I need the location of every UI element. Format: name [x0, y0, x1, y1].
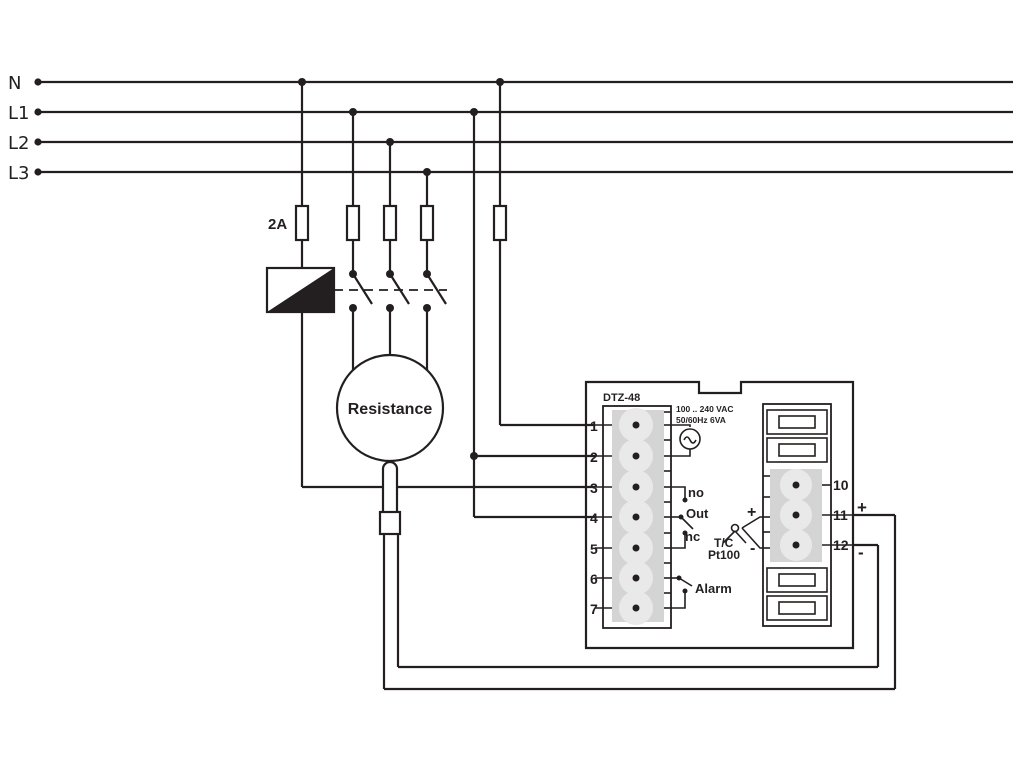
supply-fuse: [492, 204, 508, 242]
fuse-l3: [419, 204, 435, 242]
contact-l3: [426, 273, 447, 305]
terminal-2-label: 2: [590, 449, 598, 465]
coil-fuse: [294, 204, 310, 242]
supply-voltage-label: 100 .. 240 VAC: [676, 404, 734, 414]
resistance-label: Resistance: [348, 401, 433, 418]
right-terminal-screws: [780, 469, 812, 561]
left-terminal-numbers: 1 2 3 4 5 6 7: [590, 418, 598, 617]
terminal-12-label: 12: [833, 537, 849, 553]
terminal-10-label: 10: [833, 477, 849, 493]
terminal-7-label: 7: [590, 601, 598, 617]
relay-output-symbol: [671, 486, 694, 549]
controller-supply-wiring: [470, 78, 595, 519]
right-empty-slots: [766, 409, 828, 621]
alarm-label: Alarm: [695, 581, 732, 596]
terminal-3-label: 3: [590, 480, 598, 496]
bus-label-n: N: [8, 73, 21, 94]
right-terminal-stubs: [763, 475, 852, 549]
sensor-minus-label: -: [750, 540, 755, 557]
coil-circuit: 2A: [265, 78, 595, 489]
supply-frequency-label: 50/60Hz 6VA: [676, 415, 726, 425]
terminal-11-label: 11: [833, 507, 848, 523]
bus-label-l1: L1: [8, 103, 29, 124]
bus-label-l2: L2: [8, 133, 29, 154]
probe-plus-label: +: [857, 498, 867, 517]
relay-out-label: Out: [686, 506, 709, 521]
sensor-plus-label: +: [747, 504, 756, 521]
device-model-label: DTZ-48: [603, 392, 640, 404]
terminal-1-label: 1: [590, 418, 598, 434]
relay-no-label: no: [688, 485, 704, 500]
fuse-l1: [345, 204, 361, 242]
probe-minus-label: -: [858, 543, 864, 562]
power-circuit: Resistance: [334, 108, 447, 463]
temperature-probe: [378, 460, 897, 691]
terminal-6-label: 6: [590, 571, 598, 587]
relay-nc-label: nc: [685, 529, 700, 544]
left-terminal-stubs: [595, 411, 671, 609]
terminal-5-label: 5: [590, 541, 598, 557]
left-terminal-screws: [619, 408, 653, 625]
fuse-rating-label: 2A: [268, 216, 287, 233]
contactor-coil: [265, 266, 336, 314]
fuse-l2: [382, 204, 398, 242]
sensor-pt100-label: Pt100: [708, 548, 740, 562]
sensor-tc-label: T/C: [714, 536, 734, 550]
bus-label-l3: L3: [8, 163, 29, 184]
alarm-output-symbol: [671, 575, 693, 609]
ac-supply-symbol: [671, 424, 701, 457]
bus-lines: N L1 L2 L3: [8, 73, 1013, 184]
dtz-48-controller: DTZ-48: [584, 380, 867, 650]
terminal-4-label: 4: [590, 510, 598, 526]
contact-l2: [389, 273, 410, 305]
contact-l1: [352, 273, 373, 305]
